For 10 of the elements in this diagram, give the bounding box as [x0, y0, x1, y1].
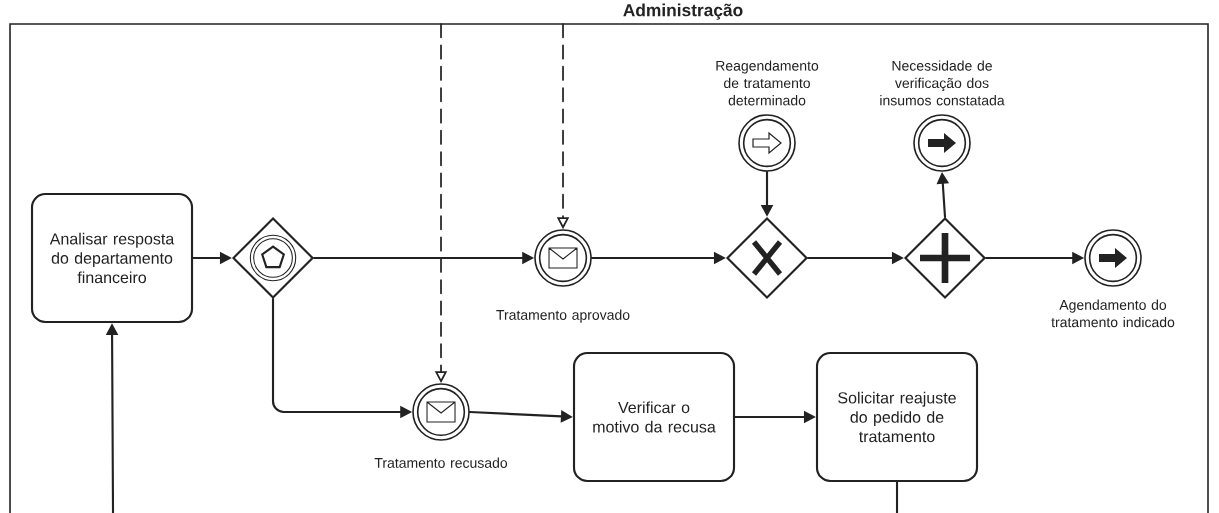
task-box: Analisar resposta do departamento financeiro — [30, 192, 194, 324]
task-box: Solicitar reajuste do pedido de tratamento — [815, 351, 979, 483]
sequence-flow — [895, 481, 899, 513]
event-label: Necessidade de verificação dos insumos constatada — [880, 60, 1005, 106]
event-label: Tratamento aprovado — [496, 309, 630, 323]
event-label: Tratamento recusado — [374, 457, 508, 468]
event-label: Agendamento do tratamento indicado — [1051, 299, 1175, 328]
pool-title: Administração — [623, 3, 743, 20]
event-label: Reagendamento de tratamento determinado — [716, 60, 819, 106]
task-box: Verificar o motivo da recusa — [572, 351, 736, 483]
